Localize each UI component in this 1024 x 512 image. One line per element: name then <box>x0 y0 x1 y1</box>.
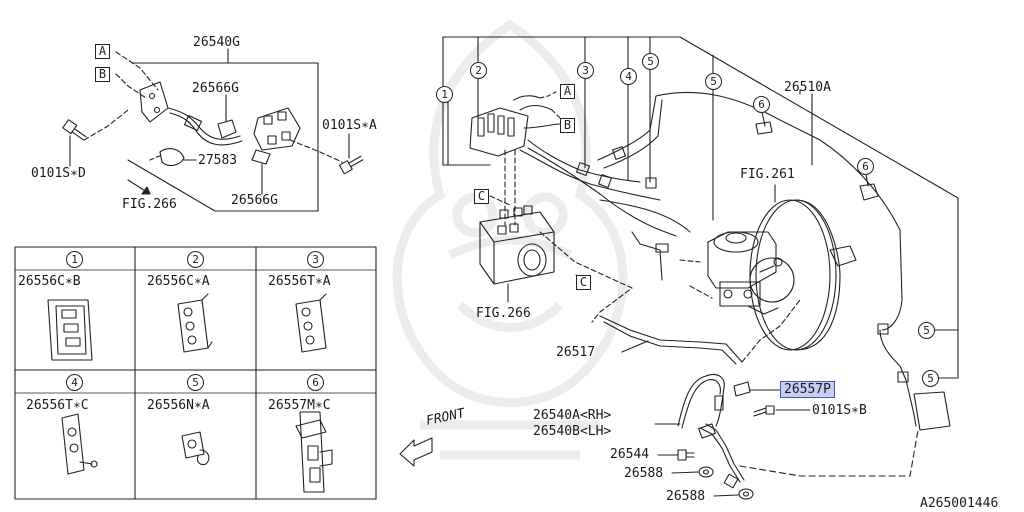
part-26540g-label[interactable]: 26540G <box>193 35 240 50</box>
fig-266-ref-main[interactable]: FIG.266 <box>476 306 531 321</box>
callout-5-a: 5 <box>642 53 659 70</box>
clip-part-4[interactable]: 26556T∗C <box>26 398 89 413</box>
part-26566g-upper-label[interactable]: 26566G <box>192 81 239 96</box>
part-26588-lower-label[interactable]: 26588 <box>666 489 706 504</box>
clip-6-drawing <box>295 411 333 493</box>
bolt-0101s-a <box>338 155 364 175</box>
ref-tag-a-main: A <box>560 84 575 99</box>
callout-3: 3 <box>577 62 594 79</box>
ref-tag-b: B <box>95 67 110 82</box>
part-27583-label[interactable]: 27583 <box>198 153 238 168</box>
fig-261-ref[interactable]: FIG.261 <box>740 167 795 182</box>
master-cylinder <box>707 231 783 315</box>
grommet-27583 <box>159 148 185 167</box>
ref-tag-a: A <box>95 44 110 59</box>
clip-5-drawing <box>181 431 210 466</box>
clip-3-drawing <box>295 293 327 353</box>
callout-5-d: 5 <box>922 370 939 387</box>
clip-part-2[interactable]: 26556C∗A <box>147 274 210 289</box>
callout-6-a: 6 <box>753 96 770 113</box>
part-0101s-a-label[interactable]: 0101S∗A <box>322 118 377 133</box>
clip-table-grid <box>14 246 377 500</box>
hose-26540 <box>677 373 725 427</box>
drawing-number: A265001446 <box>920 496 999 511</box>
clip-index-5: 5 <box>187 374 204 391</box>
callout-5-c: 5 <box>918 322 935 339</box>
part-26588-upper-label[interactable]: 26588 <box>624 466 664 481</box>
connector-block <box>253 107 301 151</box>
callout-2: 2 <box>470 62 487 79</box>
part-26544-label[interactable]: 26544 <box>610 447 650 462</box>
clip-part-5[interactable]: 26556N∗A <box>147 398 210 413</box>
assembly-frame-26540g <box>127 62 319 212</box>
part-26557p-label-highlighted[interactable]: 26557P <box>780 381 835 398</box>
part-26510a-label[interactable]: 26510A <box>784 80 831 95</box>
callout-5-b: 5 <box>705 73 722 90</box>
clip-1-drawing <box>47 299 93 361</box>
callout-1: 1 <box>436 86 453 103</box>
callout-4: 4 <box>620 68 637 85</box>
part-26566g-lower-label[interactable]: 26566G <box>231 193 278 208</box>
part-26540b-lh-label[interactable]: 26540B<LH> <box>533 424 612 439</box>
washer-26588-upper <box>698 466 714 478</box>
clip-26566g-lower <box>251 149 271 165</box>
ref-tag-b-main: B <box>560 118 575 133</box>
part-0101s-d-label[interactable]: 0101S∗D <box>31 166 86 181</box>
clip-2-drawing <box>177 293 213 353</box>
bolt-0101s-d <box>62 119 87 141</box>
part-26540a-rh-label[interactable]: 26540A<RH> <box>533 408 612 423</box>
clip-4-drawing <box>61 413 98 475</box>
clip-part-3[interactable]: 26556T∗A <box>268 274 331 289</box>
front-arrow <box>399 437 433 467</box>
clip-index-4: 4 <box>66 374 83 391</box>
clip-part-1[interactable]: 26556C∗B <box>18 274 81 289</box>
part-26517-label[interactable]: 26517 <box>556 345 596 360</box>
hydraulic-unit <box>479 205 555 303</box>
ref-tag-c-bottom: C <box>576 275 591 290</box>
brake-booster <box>749 184 841 351</box>
valve-block <box>469 107 529 157</box>
pipe-bracket <box>139 81 169 123</box>
fig-266-ref-top[interactable]: FIG.266 <box>122 197 177 212</box>
ref-tag-c-top: C <box>474 189 489 204</box>
union-bolt-26544 <box>677 449 695 461</box>
clip-index-2: 2 <box>187 251 204 268</box>
callout-6-b: 6 <box>857 158 874 175</box>
clip-index-1: 1 <box>66 251 83 268</box>
part-0101s-b-label[interactable]: 0101S∗B <box>812 403 867 418</box>
washer-26588-lower <box>738 488 754 500</box>
pipe-26517 <box>599 315 743 363</box>
clip-index-6: 6 <box>307 374 324 391</box>
clip-index-3: 3 <box>307 251 324 268</box>
clip-26566g-upper <box>217 119 237 139</box>
clip-part-6[interactable]: 26557M∗C <box>268 398 331 413</box>
bolt-0101s-b <box>753 405 775 417</box>
